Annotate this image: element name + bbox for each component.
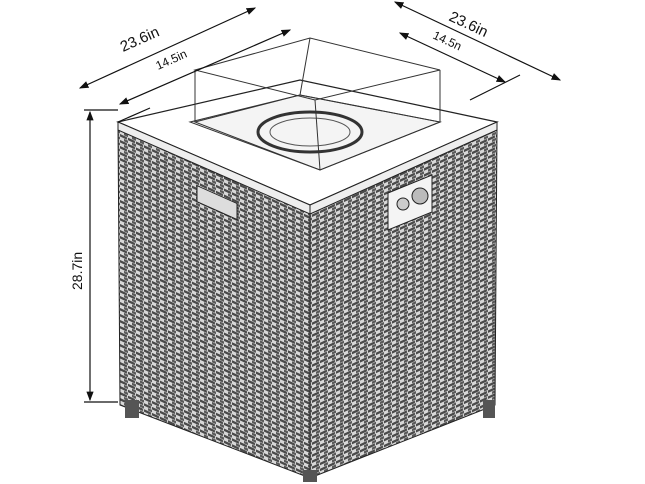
label-top-left-outer: 23.6in [118, 23, 162, 55]
dim-line-top-right-inner [398, 32, 507, 83]
dim-line-top-left-inner [118, 29, 292, 105]
leg [483, 400, 495, 418]
dim-line-top-right-outer [393, 1, 562, 81]
side-handle[interactable] [196, 184, 238, 221]
label-top-left-inner: 14.5in [154, 47, 190, 73]
burner-ring-inner [269, 117, 351, 147]
ignition-button[interactable] [396, 197, 410, 211]
burner-ring [256, 110, 364, 154]
leg [303, 470, 317, 482]
label-height: 28.7in [69, 252, 85, 290]
control-knob[interactable] [411, 187, 429, 205]
leg [125, 400, 139, 418]
top-edge-right [309, 121, 498, 215]
dim-line-top-left-outer [78, 7, 257, 89]
